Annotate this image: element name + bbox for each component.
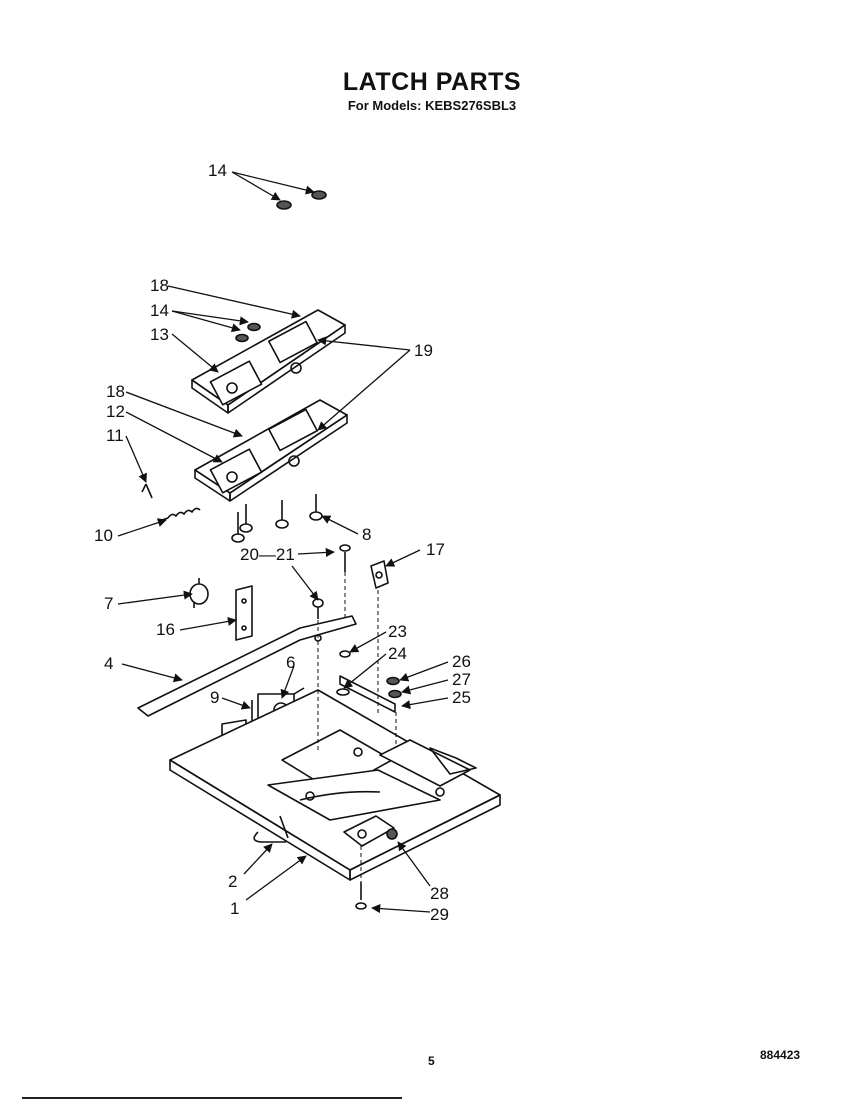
callout-11: 11 <box>106 426 124 445</box>
document-number: 884423 <box>760 1048 801 1062</box>
callout-14-top: 14 <box>208 161 227 180</box>
nut-14-top <box>276 190 327 210</box>
switch-plate-lower <box>194 399 348 502</box>
callout-28: 28 <box>430 884 449 903</box>
motor-7 <box>189 578 209 608</box>
footer-rule <box>22 1097 402 1099</box>
base-plate-1 <box>169 689 501 881</box>
assembly-lines <box>317 572 397 882</box>
callout-2: 2 <box>228 872 237 891</box>
washers-26-27-25 <box>339 675 402 713</box>
callout-18-lower: 18 <box>106 382 125 401</box>
model-subtitle: For Models: KEBS276SBL3 <box>347 98 517 113</box>
callout-19: 19 <box>414 341 433 360</box>
pin-11 <box>141 483 153 499</box>
page-title: LATCH PARTS <box>342 68 522 96</box>
nut-28 <box>386 828 398 840</box>
bracket-16 <box>235 585 253 641</box>
screws-8 <box>231 494 323 543</box>
callout-25: 25 <box>452 688 471 707</box>
callout-16: 16 <box>156 620 175 639</box>
callout-8: 8 <box>362 525 371 544</box>
callout-10: 10 <box>94 526 113 545</box>
page-number: 5 <box>428 1054 435 1068</box>
callouts: 14 18 14 13 19 18 12 11 10 8 20—21 17 7 … <box>94 161 471 924</box>
screw-20-21 <box>312 544 351 619</box>
screw-29 <box>355 882 367 910</box>
callout-26: 26 <box>452 652 471 671</box>
callout-17: 17 <box>426 540 445 559</box>
bracket-17 <box>370 560 389 589</box>
callout-24: 24 <box>388 644 407 663</box>
callout-6: 6 <box>286 653 295 672</box>
callout-23: 23 <box>388 622 407 641</box>
leader-lines <box>117 171 449 914</box>
callout-4: 4 <box>104 654 113 673</box>
callout-7: 7 <box>104 594 113 613</box>
callout-9: 9 <box>210 688 219 707</box>
callout-29: 29 <box>430 905 449 924</box>
callout-14-middle: 14 <box>150 301 169 320</box>
callout-27: 27 <box>452 670 471 689</box>
callout-20-21: 20—21 <box>240 545 295 564</box>
callout-1: 1 <box>230 899 239 918</box>
screw-23-24 <box>336 650 351 696</box>
callout-12: 12 <box>106 402 125 421</box>
switch-plate-upper <box>191 309 346 414</box>
callout-18-upper: 18 <box>150 276 169 295</box>
callout-13: 13 <box>150 325 169 344</box>
spring-10 <box>161 507 201 521</box>
hook-2 <box>253 815 289 843</box>
